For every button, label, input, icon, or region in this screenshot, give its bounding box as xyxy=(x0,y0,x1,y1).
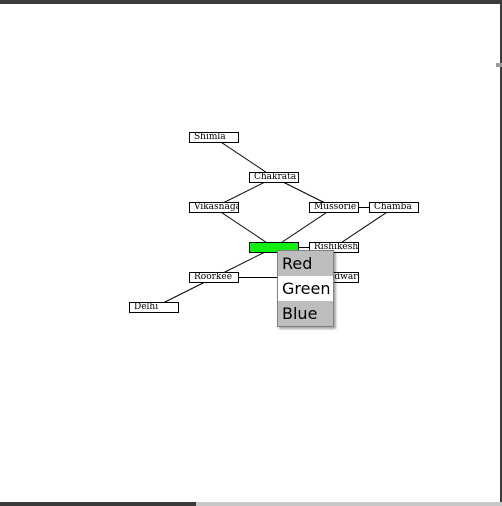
node-shimla[interactable]: Shimla xyxy=(189,132,239,143)
menu-item-green[interactable]: Green xyxy=(278,276,333,301)
window-right-border xyxy=(500,0,502,506)
edge-shimla-chakrata xyxy=(213,137,275,178)
node-roorkee[interactable]: Roorkee xyxy=(189,272,239,283)
menu-item-red[interactable]: Red xyxy=(282,254,313,273)
window-bottom-border xyxy=(0,502,502,506)
menu-item-blue[interactable]: Blue xyxy=(282,304,318,323)
node-mussorie[interactable]: Mussorie xyxy=(309,202,359,213)
node-chamba[interactable]: Chamba xyxy=(369,202,419,213)
color-context-menu[interactable]: Red Green Blue xyxy=(277,250,334,327)
node-chakrata[interactable]: Chakrata xyxy=(249,172,299,183)
node-rishikesh[interactable]: Rishikesh xyxy=(309,242,359,253)
window-top-border xyxy=(0,0,502,4)
edge-vikasnagar-dehradun xyxy=(213,207,275,248)
node-vikasnagar[interactable]: Vikasnagar xyxy=(189,202,239,213)
edge-mussorie-dehradun xyxy=(273,207,335,248)
taskbar-segment xyxy=(0,502,196,506)
scroll-edge-marker xyxy=(496,63,502,67)
node-dehradun[interactable] xyxy=(249,242,299,253)
edge-chamba-rishikesh xyxy=(333,207,395,248)
node-delhi[interactable]: Delhi xyxy=(129,302,179,313)
